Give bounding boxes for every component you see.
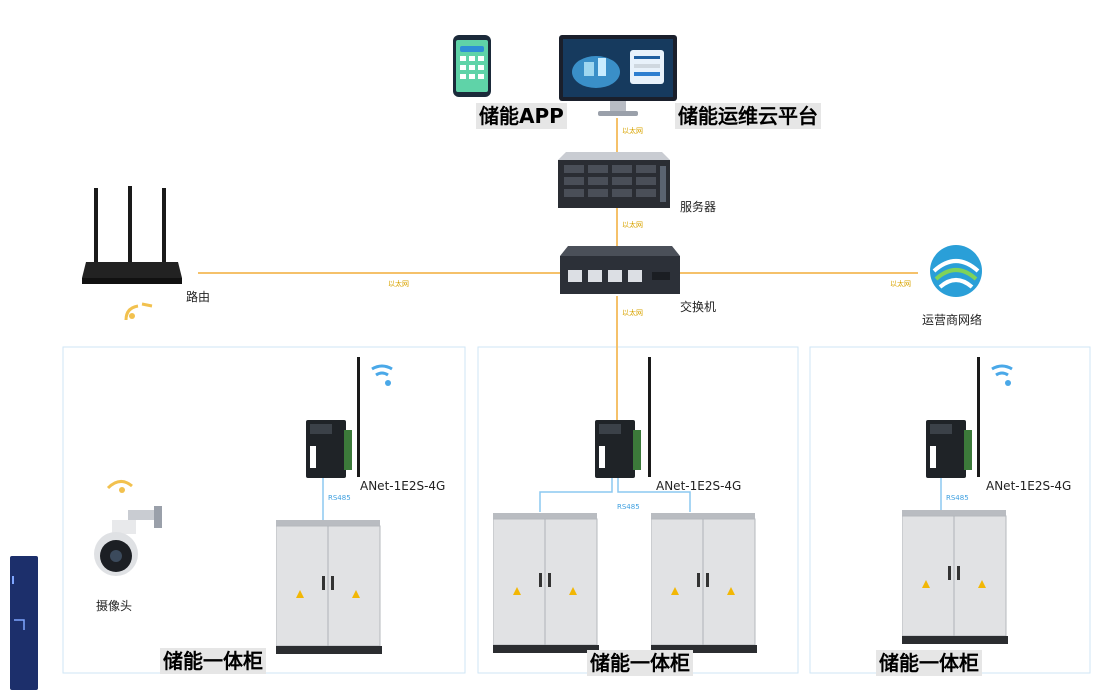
side-panel-tab [10,556,38,690]
app-label: 储能APP [476,103,567,129]
ethernet-label-5: 以太网 [622,309,643,317]
zone-2-cabinet-a-icon [493,513,599,653]
zone-1-cabinet-icon [276,520,382,654]
zone-2-antenna-icon [648,357,651,477]
zone-1-cabinet-label: 储能一体柜 [160,648,266,674]
zone-2-cabinet-b-icon [651,513,757,653]
server-label: 服务器 [680,200,717,214]
router-wifi-icon [124,302,153,321]
server-icon [558,152,670,208]
router-icon [82,186,182,284]
ethernet-label-4: 以太网 [890,280,911,288]
ethernet-label-2: 以太网 [622,221,643,229]
zone-2-cabinet-label: 储能一体柜 [587,650,693,676]
phone-icon [453,35,491,97]
monitor-icon [559,35,677,116]
rs485-label-2: RS485 [617,503,640,511]
zone-2-gateway-icon [595,420,641,478]
zone-1-gateway-icon [306,420,352,478]
camera-label: 摄像头 [96,599,133,613]
zone-3-gateway-icon [926,420,972,478]
rs485-label-1: RS485 [328,494,351,502]
zone-1-antenna-icon [357,357,393,477]
rs485-line-zone2b [617,478,691,512]
router-label: 路由 [186,290,211,304]
zone-3-cabinet-icon [902,510,1008,644]
rs485-line-zone2 [539,478,613,512]
ethernet-label-1: 以太网 [622,127,643,135]
zone-2-gateway-label: ANet-1E2S-4G [656,479,742,493]
switch-label: 交换机 [680,300,717,314]
ethernet-label-3: 以太网 [388,280,409,288]
operator-network-label: 运营商网络 [922,313,983,327]
zone-1-gateway-label: ANet-1E2S-4G [360,479,446,493]
cloud-platform-label: 储能运维云平台 [675,103,821,129]
operator-logo-icon [930,245,982,297]
rs485-label-3: RS485 [946,494,969,502]
zone-3-cabinet-label: 储能一体柜 [876,650,982,676]
zone-3-antenna-icon [977,357,1013,477]
camera-icon [94,480,162,576]
switch-icon [560,246,680,294]
zone-3-gateway-label: ANet-1E2S-4G [986,479,1072,493]
